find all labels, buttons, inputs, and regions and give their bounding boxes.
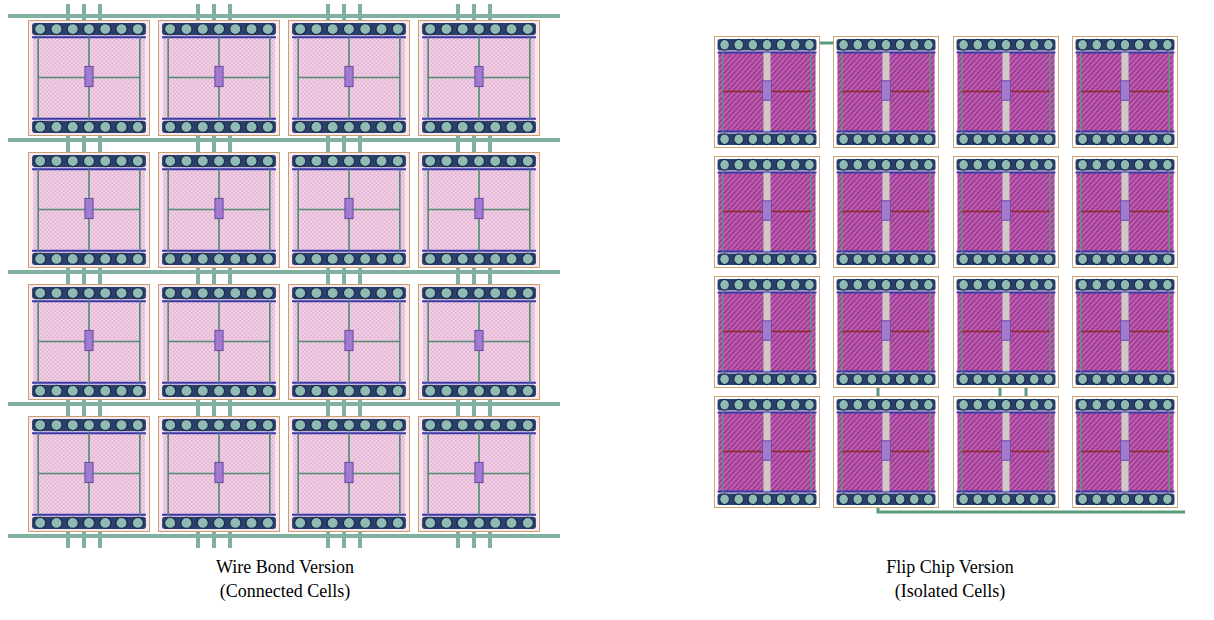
cell bbox=[714, 156, 819, 267]
cell bbox=[953, 396, 1058, 507]
caption-text: Flip Chip Version bbox=[886, 556, 1014, 578]
cell bbox=[953, 156, 1058, 267]
cell bbox=[833, 276, 938, 387]
cell bbox=[29, 153, 150, 268]
cell bbox=[419, 417, 540, 532]
cell bbox=[289, 21, 410, 136]
cell bbox=[833, 156, 938, 267]
cell bbox=[159, 285, 280, 400]
cell bbox=[159, 153, 280, 268]
cell bbox=[29, 285, 150, 400]
cell bbox=[833, 396, 938, 507]
cell bbox=[1072, 396, 1177, 507]
caption-text: (Isolated Cells) bbox=[895, 580, 1005, 602]
caption-text: Wire Bond Version bbox=[216, 556, 354, 578]
cell bbox=[1072, 276, 1177, 387]
cell bbox=[289, 417, 410, 532]
flip-chip-array bbox=[714, 36, 1177, 507]
cell bbox=[714, 276, 819, 387]
cell bbox=[1072, 156, 1177, 267]
cell bbox=[289, 285, 410, 400]
cell bbox=[159, 21, 280, 136]
cell bbox=[714, 396, 819, 507]
cell bbox=[419, 285, 540, 400]
cell bbox=[29, 21, 150, 136]
cell bbox=[714, 36, 819, 147]
cell bbox=[953, 36, 1058, 147]
cell bbox=[159, 417, 280, 532]
cell bbox=[419, 21, 540, 136]
cell bbox=[833, 36, 938, 147]
cell bbox=[29, 417, 150, 532]
cell bbox=[289, 153, 410, 268]
wire-bond-array bbox=[29, 21, 540, 532]
cell bbox=[1072, 36, 1177, 147]
bond-wires bbox=[8, 16, 560, 536]
cell bbox=[953, 276, 1058, 387]
caption-text: (Connected Cells) bbox=[220, 580, 350, 602]
cell bbox=[419, 153, 540, 268]
